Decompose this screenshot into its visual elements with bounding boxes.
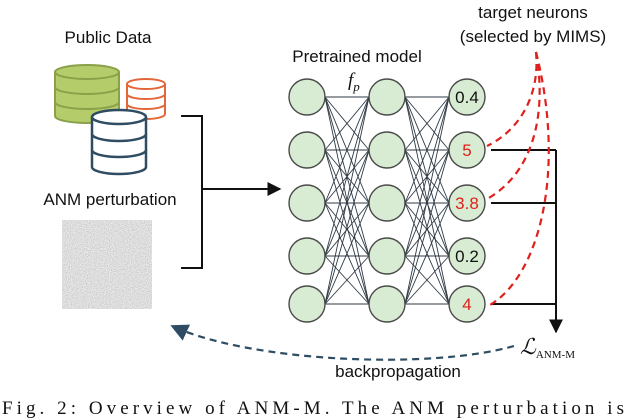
network-edge	[324, 96, 370, 151]
network-edge	[404, 202, 450, 305]
hidden-neuron	[368, 285, 406, 323]
loss-symbol: ℒANM-M	[520, 334, 575, 361]
hidden-neuron	[368, 184, 406, 222]
hidden-neuron	[288, 184, 326, 222]
output-neuron-value: 5	[462, 141, 471, 160]
hidden-neuron	[288, 237, 326, 275]
output-neuron	[448, 184, 486, 222]
network-edge	[404, 149, 450, 305]
public-data-label: Public Data	[65, 28, 152, 47]
hidden-neuron	[368, 237, 406, 275]
hidden-neuron	[368, 78, 406, 116]
network-edge	[324, 96, 370, 257]
network-edge	[404, 96, 450, 151]
network-edge	[324, 202, 370, 257]
network-edge	[324, 149, 370, 305]
network-edge	[404, 96, 450, 204]
hidden-neuron	[288, 78, 326, 116]
backpropagation-label: backpropagation	[335, 362, 461, 381]
network-edge	[324, 202, 370, 305]
hidden-neuron	[288, 285, 326, 323]
network-edge	[324, 149, 370, 257]
output-neuron-value: 4	[462, 295, 471, 314]
loss-symbol-main: ℒ	[520, 334, 537, 359]
network-edge	[324, 96, 370, 305]
noise-image	[62, 220, 152, 309]
network-neurons: 0.4 5 3.8 0.2 4	[288, 78, 486, 323]
output-neuron	[448, 237, 486, 275]
backpropagation-arrow	[170, 324, 515, 361]
hidden-neuron	[368, 131, 406, 169]
hidden-neuron	[288, 131, 326, 169]
network-edge	[404, 96, 450, 257]
output-neuron	[448, 285, 486, 323]
output-to-loss-lines	[491, 149, 563, 334]
model-symbol: fp	[348, 70, 360, 94]
output-neuron-value: 3.8	[455, 194, 479, 213]
model-symbol-main: f	[348, 70, 356, 91]
network-edge	[404, 202, 450, 257]
figure-caption: Fig. 2: Overview of ANM-M. The ANM pertu…	[2, 398, 624, 418]
network-edge	[404, 96, 450, 305]
network-edge	[324, 255, 370, 305]
output-neuron	[448, 131, 486, 169]
anm-perturbation-label: ANM perturbation	[43, 190, 176, 209]
target-neurons-label-line2: (selected by MIMS)	[460, 27, 606, 46]
network-edge	[324, 96, 370, 204]
output-neuron	[448, 78, 486, 116]
target-neuron-pointers	[486, 51, 550, 306]
network-edge	[404, 149, 450, 257]
output-neuron-value: 0.4	[455, 88, 479, 107]
target-neurons-label-line1: target neurons	[478, 3, 588, 22]
pretrained-model-label: Pretrained model	[292, 47, 421, 66]
input-merge-bracket	[181, 115, 282, 269]
database-icon	[54, 64, 166, 176]
network-edge	[404, 255, 450, 305]
loss-symbol-subscript: ANM-M	[536, 349, 575, 361]
model-symbol-subscript: p	[352, 79, 360, 94]
output-neuron-value: 0.2	[455, 247, 479, 266]
network-connections	[324, 96, 450, 305]
